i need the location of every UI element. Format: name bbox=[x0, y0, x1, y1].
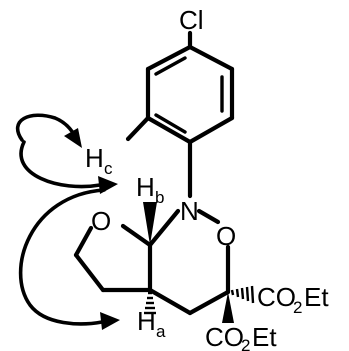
ester-lower-co: CO bbox=[205, 322, 244, 351]
atom-hc-sub: c bbox=[104, 159, 113, 178]
ester-upper-et: Et bbox=[304, 282, 329, 312]
ring-bond-4 bbox=[145, 115, 193, 145]
ester-lower-sub: 2 bbox=[241, 336, 250, 351]
c7a-ofuran-bond bbox=[120, 223, 153, 248]
ester-wedge bbox=[222, 292, 234, 323]
ring-bond-6 bbox=[145, 44, 193, 72]
ofuran-ch2-bond bbox=[73, 225, 94, 258]
arrow-ha-curve bbox=[18, 188, 106, 326]
ring-double-2 bbox=[154, 113, 187, 134]
atom-hc: H bbox=[85, 143, 104, 173]
ring-double-3 bbox=[154, 56, 187, 76]
arrow-ha-head bbox=[100, 312, 120, 330]
n-o-bond bbox=[196, 208, 221, 225]
atom-cl: Cl bbox=[179, 5, 204, 35]
cq-ch2-bond bbox=[187, 289, 231, 316]
bicyclic-core bbox=[73, 208, 231, 316]
atom-o-ring: O bbox=[216, 221, 236, 251]
ester-upper-sub: 2 bbox=[293, 298, 302, 317]
ch2-c4a-bond bbox=[147, 287, 193, 316]
ha-hashed-bond bbox=[144, 291, 156, 315]
furan-ch2-ch2-bond bbox=[73, 252, 106, 293]
arrow-hc-curve bbox=[15, 113, 78, 142]
noe-arrows bbox=[15, 113, 120, 330]
atom-o-furan: O bbox=[91, 206, 111, 236]
ester-upper-co: CO bbox=[257, 282, 296, 312]
ring-bond-3 bbox=[187, 115, 235, 145]
hb-wedge bbox=[143, 202, 157, 245]
ring-bond-1 bbox=[187, 44, 235, 72]
atom-n: N bbox=[180, 196, 199, 226]
arrow-hb-curve bbox=[19, 140, 102, 189]
atom-ha-sub: a bbox=[156, 322, 166, 341]
atom-hb-sub: b bbox=[155, 188, 164, 207]
ester-lower-et: Et bbox=[252, 322, 277, 351]
c7a-n-bond bbox=[147, 208, 181, 248]
arrow-hc-head bbox=[64, 128, 82, 148]
aryl-ring bbox=[145, 44, 235, 145]
atom-hb: H bbox=[136, 172, 155, 202]
atom-ha: H bbox=[137, 306, 156, 336]
ester-hashed-bond bbox=[230, 285, 255, 304]
hc-bond bbox=[125, 115, 151, 142]
